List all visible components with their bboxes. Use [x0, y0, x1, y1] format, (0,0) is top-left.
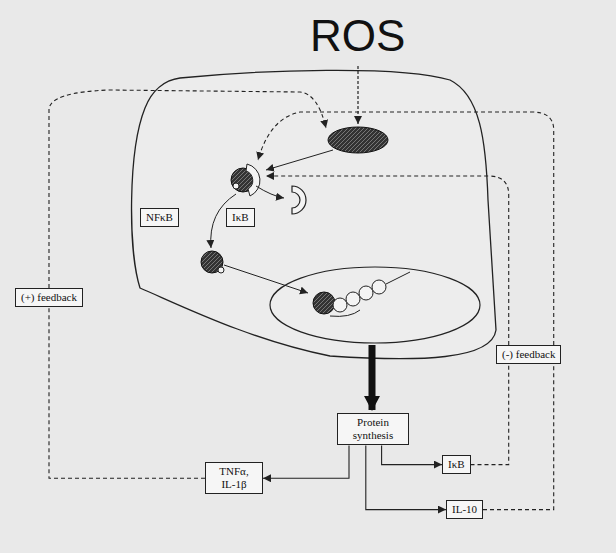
product-arrow [366, 445, 446, 509]
product-box: IκB [442, 455, 471, 474]
cell-outline [132, 70, 496, 358]
product-arrow [382, 445, 442, 464]
box-text: IκB [232, 211, 249, 224]
product-box: IL-10 [446, 500, 483, 519]
process-box: Protein synthesis [337, 413, 409, 445]
ikb-crescent [246, 164, 260, 196]
binding-site [218, 267, 224, 273]
translocation-arrow [224, 265, 308, 293]
feedback-loop [49, 90, 326, 288]
box-text: Protein synthesis [343, 416, 403, 442]
protein-box: IκB [226, 208, 255, 227]
dna-strand [386, 272, 410, 284]
box-text: (+) feedback [21, 291, 77, 304]
dna-bead [346, 292, 360, 306]
release-arrow [256, 186, 284, 198]
stimulus-label: ROS [310, 14, 405, 58]
dna-bead [372, 280, 386, 294]
feedback-line [471, 364, 509, 464]
nucleus-outline [270, 267, 480, 343]
feedback-loop [258, 112, 554, 345]
box-text: (-) feedback [502, 348, 555, 361]
protein-box: NFκB [140, 208, 179, 227]
dna-bead [333, 298, 347, 312]
feedback-line [483, 364, 554, 509]
dna-strand [330, 310, 360, 316]
feedback-box: (-) feedback [496, 345, 561, 364]
box-text: NFκB [146, 211, 173, 224]
feedback-box: (+) feedback [15, 288, 83, 307]
box-text: IκB [448, 458, 465, 471]
transcription-arrow [369, 345, 376, 410]
nfkb-blob [201, 251, 223, 273]
binding-site [233, 183, 239, 189]
feedback-line [49, 307, 205, 478]
ikb-crescent [292, 186, 306, 214]
signal-arrow [266, 150, 333, 170]
dna-bead [359, 286, 373, 300]
receptor-oval [328, 127, 388, 153]
product-arrow [263, 445, 349, 478]
product-box: TNFα, IL-1β [205, 462, 263, 494]
nfkb-blob [313, 292, 335, 314]
feedback-loop [266, 176, 509, 345]
box-text: TNFα, IL-1β [211, 465, 257, 491]
box-text: IL-10 [452, 503, 477, 516]
ros-arrow [357, 66, 358, 124]
